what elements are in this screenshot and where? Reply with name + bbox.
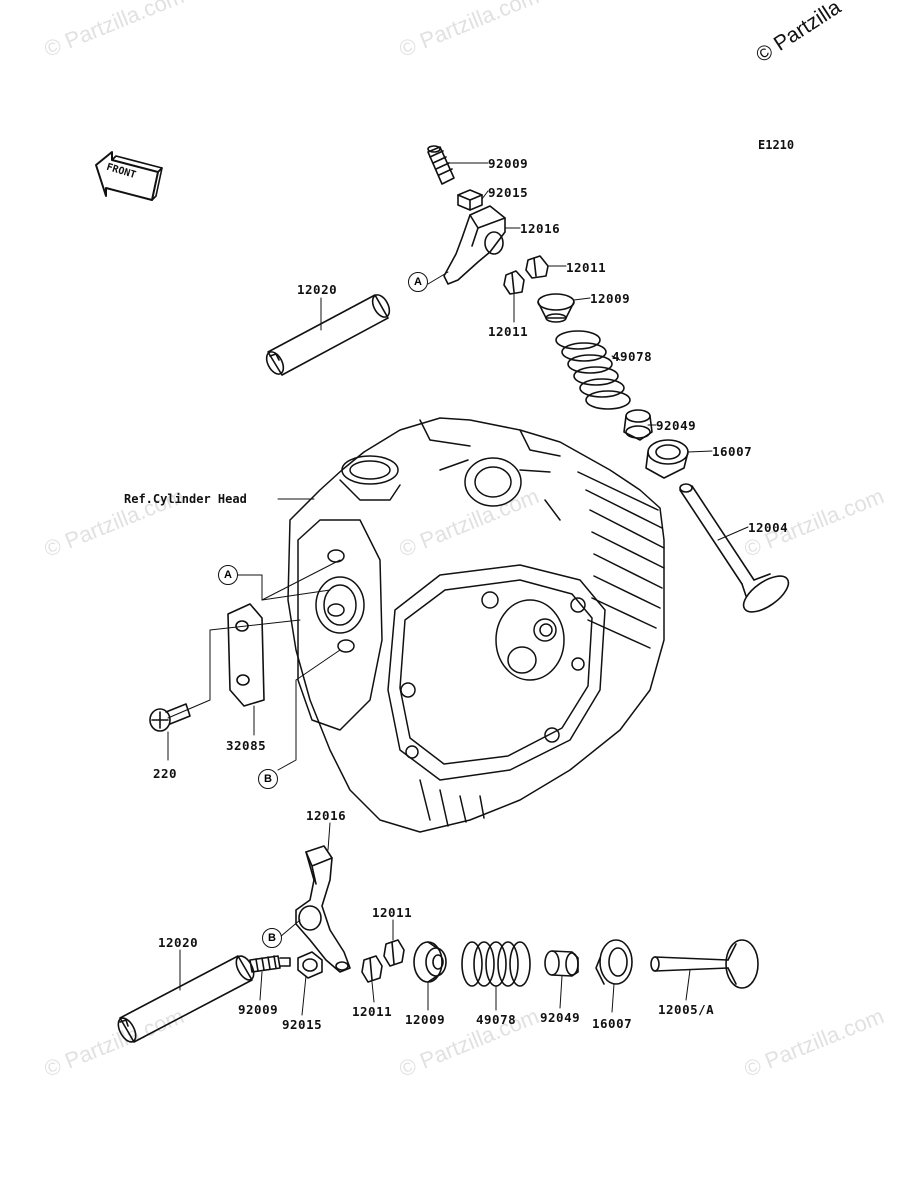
adjuster-screw-top <box>427 145 455 185</box>
part-label-12016: 12016 <box>520 221 561 236</box>
part-label-12011: 12011 <box>488 324 529 339</box>
valve-seat-top <box>645 439 689 479</box>
rocker-arm-bottom <box>295 845 351 973</box>
part-label-12005a: 12005/A <box>658 1002 715 1017</box>
retainer-bottom <box>413 941 447 983</box>
part-label-32085: 32085 <box>226 738 267 753</box>
part-label-12009: 12009 <box>590 291 631 306</box>
bolt-220 <box>149 703 191 732</box>
part-label-12004: 12004 <box>748 520 789 535</box>
part-label-92049: 92049 <box>656 418 697 433</box>
rocker-shaft-top <box>265 294 391 376</box>
part-label-12016: 12016 <box>306 808 347 823</box>
part-label-92015: 92015 <box>282 1017 323 1032</box>
front-arrow-icon <box>95 151 163 201</box>
part-label-12020: 12020 <box>158 935 199 950</box>
locknut-top <box>457 189 483 211</box>
ref-cylinder-head-label: Ref.Cylinder Head <box>124 492 247 506</box>
keeper-top-a <box>525 255 549 279</box>
part-label-12011: 12011 <box>372 905 413 920</box>
keeper-bottom-a <box>383 939 405 967</box>
part-label-16007: 16007 <box>592 1016 633 1031</box>
ref-marker-a: A <box>408 272 428 292</box>
part-label-12011: 12011 <box>352 1004 393 1019</box>
part-label-92009: 92009 <box>238 1002 279 1017</box>
valve-top <box>679 483 790 613</box>
valve-seal-bottom <box>544 950 579 977</box>
diagram-code: E1210 <box>758 138 795 152</box>
part-label-220: 220 <box>153 766 178 781</box>
part-label-92049: 92049 <box>540 1010 581 1025</box>
ref-marker-b: B <box>262 928 282 948</box>
part-label-16007: 16007 <box>712 444 753 459</box>
cover-plate <box>227 603 265 707</box>
valve-seal-top <box>623 409 653 441</box>
part-label-92015: 92015 <box>488 185 529 200</box>
part-label-92009: 92009 <box>488 156 529 171</box>
part-label-12009: 12009 <box>405 1012 446 1027</box>
cylinder-head <box>287 417 665 833</box>
part-label-12020: 12020 <box>297 282 338 297</box>
rocker-shaft-bottom <box>117 955 255 1043</box>
keeper-top-b <box>503 270 525 295</box>
keeper-bottom-b <box>361 955 383 983</box>
adjuster-screw-bottom <box>249 955 291 973</box>
ref-marker-a: A <box>218 565 238 585</box>
valve-spring-bottom <box>461 941 531 987</box>
locknut-bottom <box>297 951 323 979</box>
part-label-49078: 49078 <box>476 1012 517 1027</box>
valve-bottom <box>650 939 759 989</box>
part-label-49078: 49078 <box>612 349 653 364</box>
valve-spring-top <box>555 330 631 410</box>
valve-seat-bottom <box>595 939 633 985</box>
retainer-top <box>537 293 575 323</box>
part-label-12011: 12011 <box>566 260 607 275</box>
rocker-arm-top <box>443 205 506 285</box>
ref-marker-b: B <box>258 769 278 789</box>
